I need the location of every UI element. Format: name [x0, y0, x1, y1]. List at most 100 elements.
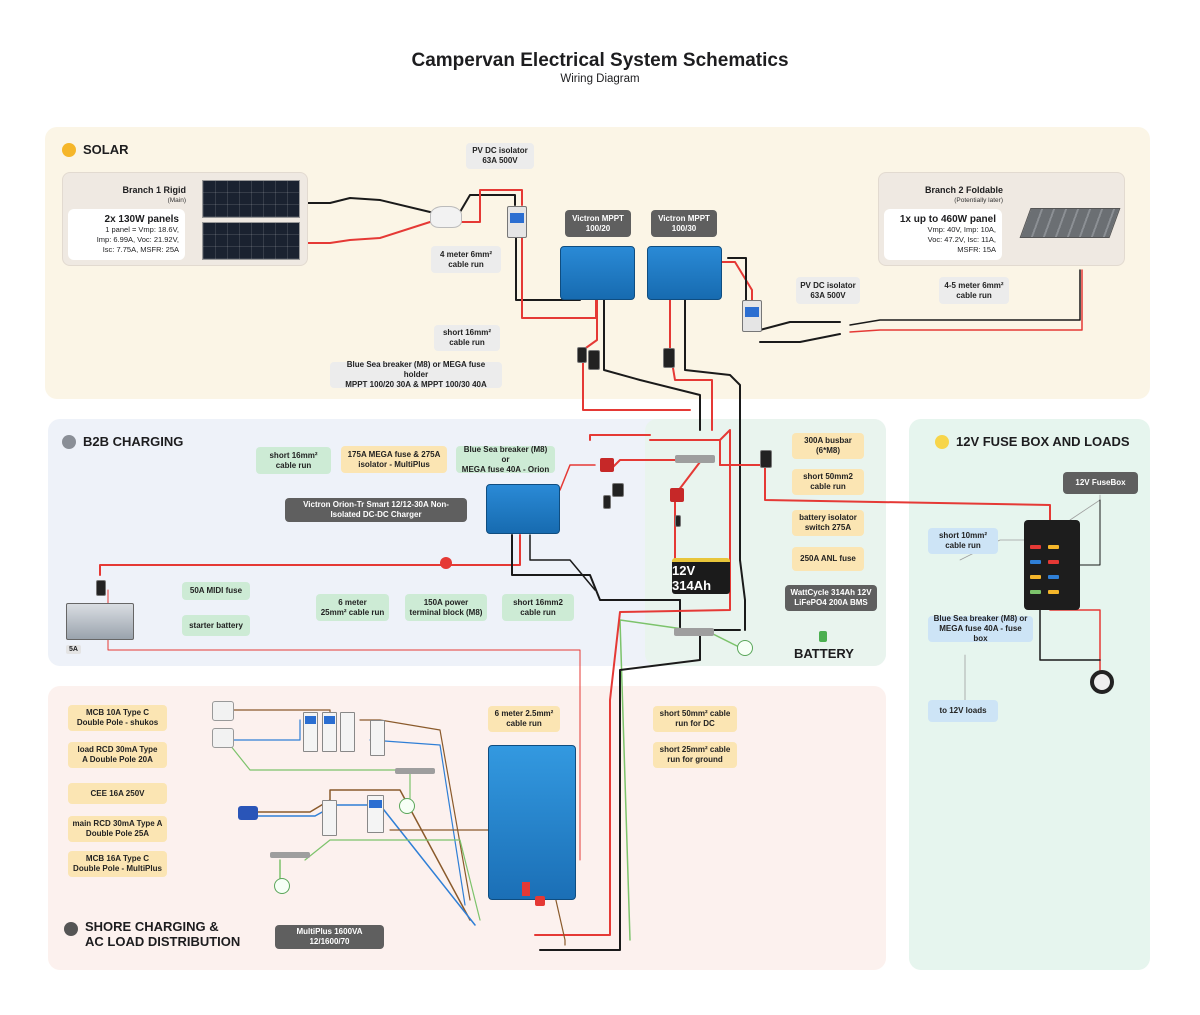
- fuse-section-label: 12V FUSE BOX AND LOADS: [935, 434, 1130, 449]
- orion-device: [486, 484, 560, 534]
- short-16-b-label: short 16mm2 cable run: [502, 594, 574, 621]
- mppt-1-breaker: [588, 350, 600, 370]
- short-50-label: short 50mm2 cable run: [792, 469, 864, 495]
- mcb-breaker-3: [370, 720, 385, 756]
- fuse-red: [1030, 545, 1041, 549]
- short-16-b2b-label: short 16mm² cable run: [256, 447, 331, 474]
- starter-battery: [66, 603, 134, 640]
- busbar-negative: [674, 628, 714, 636]
- short-25-gnd-label: short 25mm² cable run for ground: [653, 742, 737, 768]
- shore-section-label: SHORE CHARGING & AC LOAD DISTRIBUTION: [64, 919, 240, 950]
- schuko-socket-2: [212, 728, 234, 748]
- sun-icon: [62, 142, 76, 157]
- main-rcd-label: main RCD 30mA Type A Double Pole 25A: [68, 816, 167, 842]
- gear-icon: [62, 434, 76, 449]
- fuse-green: [1030, 590, 1041, 594]
- fusebox-device: [1024, 520, 1080, 610]
- busbar-label: 300A busbar (6*M8): [792, 433, 864, 459]
- pv-isolator-2-switch: [745, 307, 759, 317]
- load-rcd-toggle-a: [324, 716, 335, 724]
- cable-6m-label: 6 meter 25mm² cable run: [316, 594, 389, 621]
- wattcycle-label: WattCycle 314Ah 12V LiFePO4 200A BMS: [785, 585, 877, 611]
- earth-busbar-2: [395, 768, 435, 774]
- solar-section-label: SOLAR: [62, 142, 129, 157]
- mcb10-label: MCB 10A Type C Double Pole - shukos: [68, 705, 167, 731]
- mppt-1-device: [560, 246, 635, 300]
- schuko-socket-1: [212, 701, 234, 721]
- lifepo4-battery: 12V 314Ah: [672, 558, 730, 594]
- short-16-solar-label: short 16mm² cable run: [434, 325, 500, 351]
- branch1-spec-title: 2x 130W panels: [104, 214, 179, 225]
- terminal-block: [440, 557, 452, 569]
- mcb16-toggle: [369, 800, 382, 808]
- earth-busbar-1: [270, 852, 310, 858]
- fuse-yellow: [1030, 575, 1041, 579]
- battery-section-label: BATTERY: [794, 646, 854, 661]
- fuse-blue-2: [1048, 575, 1059, 579]
- multiplus-label: MultiPlus 1600VA 12/1600/70: [275, 925, 384, 949]
- orion-label: Victron Orion-Tr Smart 12/12-30A Non- Is…: [285, 498, 467, 522]
- mcb10-toggle: [305, 716, 316, 724]
- battery-icon: [819, 631, 827, 642]
- loads-label: to 12V loads: [928, 700, 998, 722]
- cee-label: CEE 16A 250V: [68, 783, 167, 804]
- mppt-1-label: Victron MPPT 100/20: [565, 210, 631, 237]
- page-title: Campervan Electrical System Schematics: [411, 50, 789, 71]
- main-rcd-breaker: [322, 800, 337, 836]
- multiplus-positive-terminal: [522, 882, 530, 896]
- mppt-2-label: Victron MPPT 100/30: [651, 210, 717, 237]
- battery-isolator-switch: [670, 488, 684, 502]
- load-rcd-breaker-b: [340, 712, 355, 752]
- branch1-title: Branch 1 Rigid: [122, 185, 186, 195]
- pv-isolator-1-label: PV DC isolator 63A 500V: [466, 143, 534, 169]
- ground-shore-icon-1: [274, 878, 290, 894]
- fuse-section: [909, 419, 1150, 970]
- plug-icon: [64, 922, 78, 936]
- short-10-label: short 10mm² cable run: [928, 528, 998, 554]
- starter-battery-label: starter battery: [182, 615, 250, 636]
- anl-fuse: [675, 515, 681, 527]
- branch1-spec: 2x 130W panels 1 panel = Vmp: 18.6V, Imp…: [68, 209, 185, 260]
- midi-fuse-label: 50A MIDI fuse: [182, 582, 250, 600]
- cee-inlet: [238, 806, 258, 820]
- cable-6m-25-label: 6 meter 2.5mm² cable run: [488, 706, 560, 732]
- midi-fuse: [96, 580, 106, 596]
- solar-panel-2: [202, 222, 300, 260]
- anl-fuse-label: 250A ANL fuse: [792, 547, 864, 571]
- fusebox-breaker: [760, 450, 772, 468]
- busbar-positive: [675, 455, 715, 463]
- load-rcd-label: load RCD 30mA Type A Double Pole 20A: [68, 742, 167, 768]
- multiplus-fuse-terminal: [535, 896, 545, 906]
- page-subtitle: Wiring Diagram: [560, 73, 640, 85]
- branch2-sub: (Potentially later): [954, 197, 1003, 204]
- cable-45m-label: 4-5 meter 6mm² cable run: [939, 277, 1009, 304]
- orion-breaker: [600, 458, 614, 472]
- mppt-2-breaker: [663, 348, 675, 368]
- fuse-blue: [1030, 560, 1041, 564]
- multiplus-device: [488, 745, 576, 900]
- short-50-dc-label: short 50mm² cable run for DC: [653, 706, 737, 732]
- mcb16-label: MCB 16A Type C Double Pole - MultiPlus: [68, 851, 167, 877]
- cable-4m-label: 4 meter 6mm² cable run: [431, 246, 501, 273]
- blue-sea-fusebox-label: Blue Sea breaker (M8) or MEGA fuse 40A -…: [928, 614, 1033, 643]
- fusebox-label: 12V FuseBox: [1063, 472, 1138, 494]
- battery-isolator-label: battery isolator switch 275A: [792, 510, 864, 536]
- orion-fuse: [603, 495, 611, 509]
- cable-gland-icon: [430, 206, 462, 228]
- ground-battery-icon: [737, 640, 753, 656]
- b2b-section-label: B2B CHARGING: [62, 434, 183, 449]
- branch2-spec: 1x up to 460W panel Vmp: 40V, Imp: 10A, …: [884, 209, 1002, 260]
- solar-panel-1: [202, 180, 300, 218]
- shore-section: [48, 686, 886, 970]
- foldable-panel: [1019, 208, 1121, 238]
- branch2-spec-title: 1x up to 460W panel: [899, 214, 996, 225]
- branch2-spec-text: Vmp: 40V, Imp: 10A, Voc: 47.2V, Isc: 11A…: [927, 225, 996, 255]
- fuse-red-2: [1048, 560, 1059, 564]
- fuse-yellow-3: [1048, 590, 1059, 594]
- pv-isolator-1-switch: [510, 213, 524, 223]
- mega-fuse-label: 175A MEGA fuse & 275A isolator - MultiPl…: [341, 446, 447, 473]
- fuse-yellow-2: [1048, 545, 1059, 549]
- branch1-sub: (Main): [167, 197, 186, 204]
- pv-isolator-2-label: PV DC isolator 63A 500V: [796, 277, 860, 304]
- cable-ring-icon: [1090, 670, 1114, 694]
